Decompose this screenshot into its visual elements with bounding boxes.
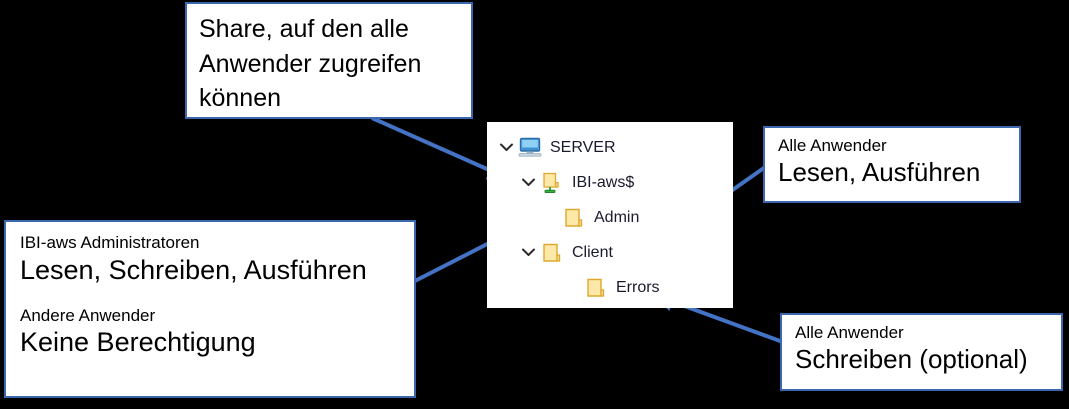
chevron-down-icon[interactable]: [517, 248, 539, 257]
folder-icon: [561, 207, 587, 229]
admins-callout: IBI-aws Administratoren Lesen, Schreiben…: [4, 220, 416, 398]
folder-icon: [539, 242, 565, 264]
all-users-read-heading: Alle Anwender: [778, 136, 887, 155]
tree-item-label: IBI-aws$: [572, 173, 635, 191]
tree-item-errors[interactable]: Errors: [487, 270, 733, 305]
tree-item-label: Errors: [616, 278, 660, 296]
chevron-down-icon[interactable]: [495, 143, 517, 152]
all-users-write-heading: Alle Anwender: [795, 323, 904, 342]
admins-callout-value-1: Lesen, Schreiben, Ausführen: [20, 254, 367, 285]
tree-item-ibi-aws[interactable]: IBI-aws$: [487, 165, 733, 200]
chevron-down-icon[interactable]: [517, 178, 539, 187]
shared-folder-icon: [539, 171, 565, 195]
all-users-read-value: Lesen, Ausführen: [778, 156, 981, 187]
tree-item-label: SERVER: [550, 138, 616, 156]
tree-item-admin[interactable]: Admin: [487, 200, 733, 235]
tree-item-server[interactable]: SERVER: [487, 130, 733, 165]
admins-callout-heading-2: Andere Anwender: [20, 305, 156, 325]
tree-item-label: Admin: [594, 208, 640, 226]
admins-callout-heading-1: IBI-aws Administratoren: [20, 233, 200, 252]
share-callout-line-3: können: [199, 84, 282, 112]
admins-callout-value-2: Keine Berechtigung: [20, 327, 256, 358]
tree-item-label: Client: [572, 243, 613, 261]
all-users-write-callout: Alle Anwender Schreiben (optional): [780, 313, 1063, 391]
computer-icon: [517, 137, 543, 158]
all-users-write-value: Schreiben (optional): [795, 343, 1028, 374]
share-callout-line-1: Share, auf den alle: [199, 15, 409, 43]
share-callout-line-2: Anwender zugreifen: [199, 49, 422, 78]
explorer-tree-panel[interactable]: SERVER IBI-aws$: [487, 122, 733, 308]
share-callout: Share, auf den alle Anwender zugreifen k…: [185, 2, 473, 119]
tree-item-client[interactable]: Client: [487, 235, 733, 270]
admins-callout-spacer: [20, 287, 400, 305]
folder-icon: [583, 277, 609, 299]
all-users-read-callout: Alle Anwender Lesen, Ausführen: [763, 126, 1021, 203]
arrow-share-to-ibi-aws: [371, 116, 508, 180]
